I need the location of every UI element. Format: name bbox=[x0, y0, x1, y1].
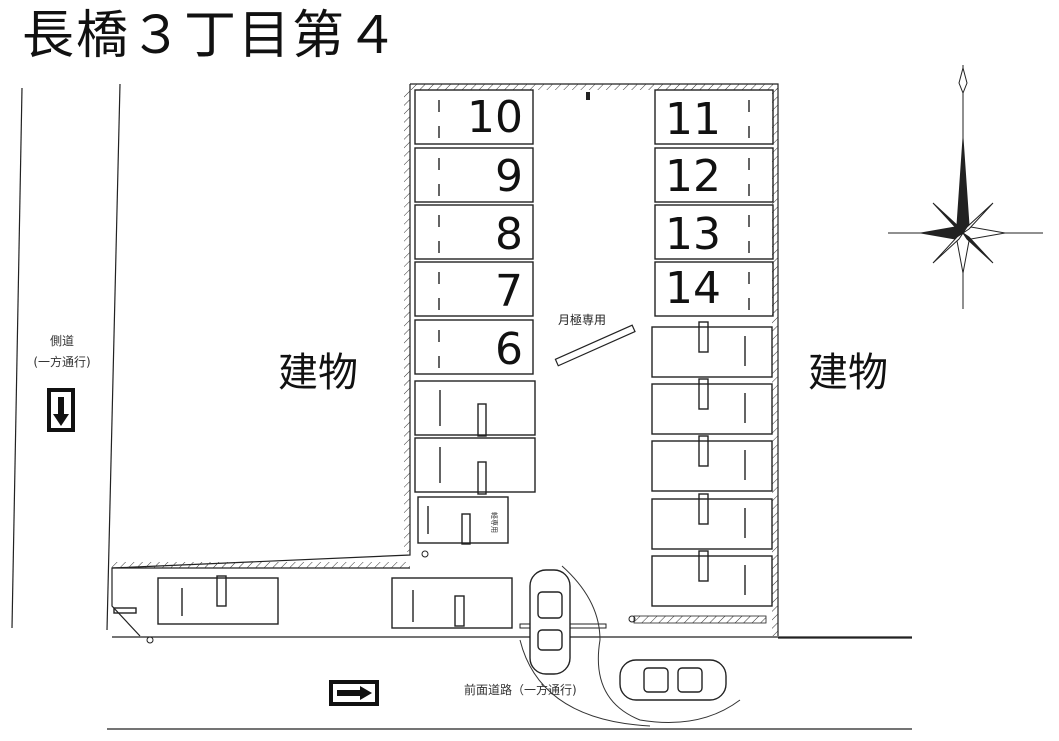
side-road-label: 側道 bbox=[50, 334, 74, 348]
right-spaces bbox=[654, 89, 774, 317]
space-number: 11 bbox=[665, 94, 721, 145]
fixture bbox=[146, 636, 154, 644]
compass-rose-icon bbox=[888, 65, 1043, 309]
small-car-label: 軽専用 bbox=[490, 512, 499, 533]
bottom-left-spaces bbox=[113, 575, 513, 629]
space-number: 13 bbox=[665, 209, 721, 260]
front-road bbox=[107, 636, 912, 730]
turning-path bbox=[561, 565, 741, 723]
space-number: 9 bbox=[495, 151, 523, 202]
front-road-label: 前面道路（一方通行) bbox=[464, 682, 577, 697]
monthly-only-label: 月極専用 bbox=[558, 312, 606, 327]
building-left-label: 建物 bbox=[278, 350, 358, 396]
turning-path bbox=[519, 639, 651, 727]
right-lower-spaces bbox=[651, 321, 773, 607]
right-space-numbers: 11 12 13 14 bbox=[665, 94, 721, 314]
page-title: 長橋３丁目第４ bbox=[22, 6, 401, 66]
wall-hatch-left bbox=[404, 90, 410, 552]
wall-hatch-right bbox=[772, 84, 778, 636]
left-space-numbers: 10 9 8 7 6 bbox=[467, 92, 523, 375]
side-road-sublabel: (一方通行) bbox=[33, 354, 90, 369]
space-number: 8 bbox=[495, 209, 523, 260]
space-number: 7 bbox=[495, 266, 523, 317]
fixture bbox=[628, 615, 636, 623]
space-number: 12 bbox=[665, 151, 721, 202]
fixture bbox=[421, 550, 429, 558]
space-number: 10 bbox=[467, 92, 523, 143]
curb bbox=[633, 615, 767, 624]
left-lower-spaces bbox=[414, 380, 536, 545]
car-icon bbox=[619, 659, 727, 701]
monthly-only-marker: 月極専用 bbox=[554, 312, 636, 367]
left-spaces bbox=[414, 89, 534, 375]
wall-hatch-bottom-left bbox=[112, 562, 410, 568]
arrow-down-sign-icon bbox=[47, 388, 75, 432]
car-icon bbox=[529, 569, 571, 675]
fixture bbox=[586, 92, 590, 100]
side-road bbox=[11, 83, 121, 631]
space-number: 14 bbox=[665, 263, 721, 314]
space-number: 6 bbox=[495, 324, 523, 375]
wall-hatch-top bbox=[410, 84, 778, 90]
arrow-right-sign-icon bbox=[329, 680, 379, 706]
building-right-label: 建物 bbox=[808, 350, 888, 396]
